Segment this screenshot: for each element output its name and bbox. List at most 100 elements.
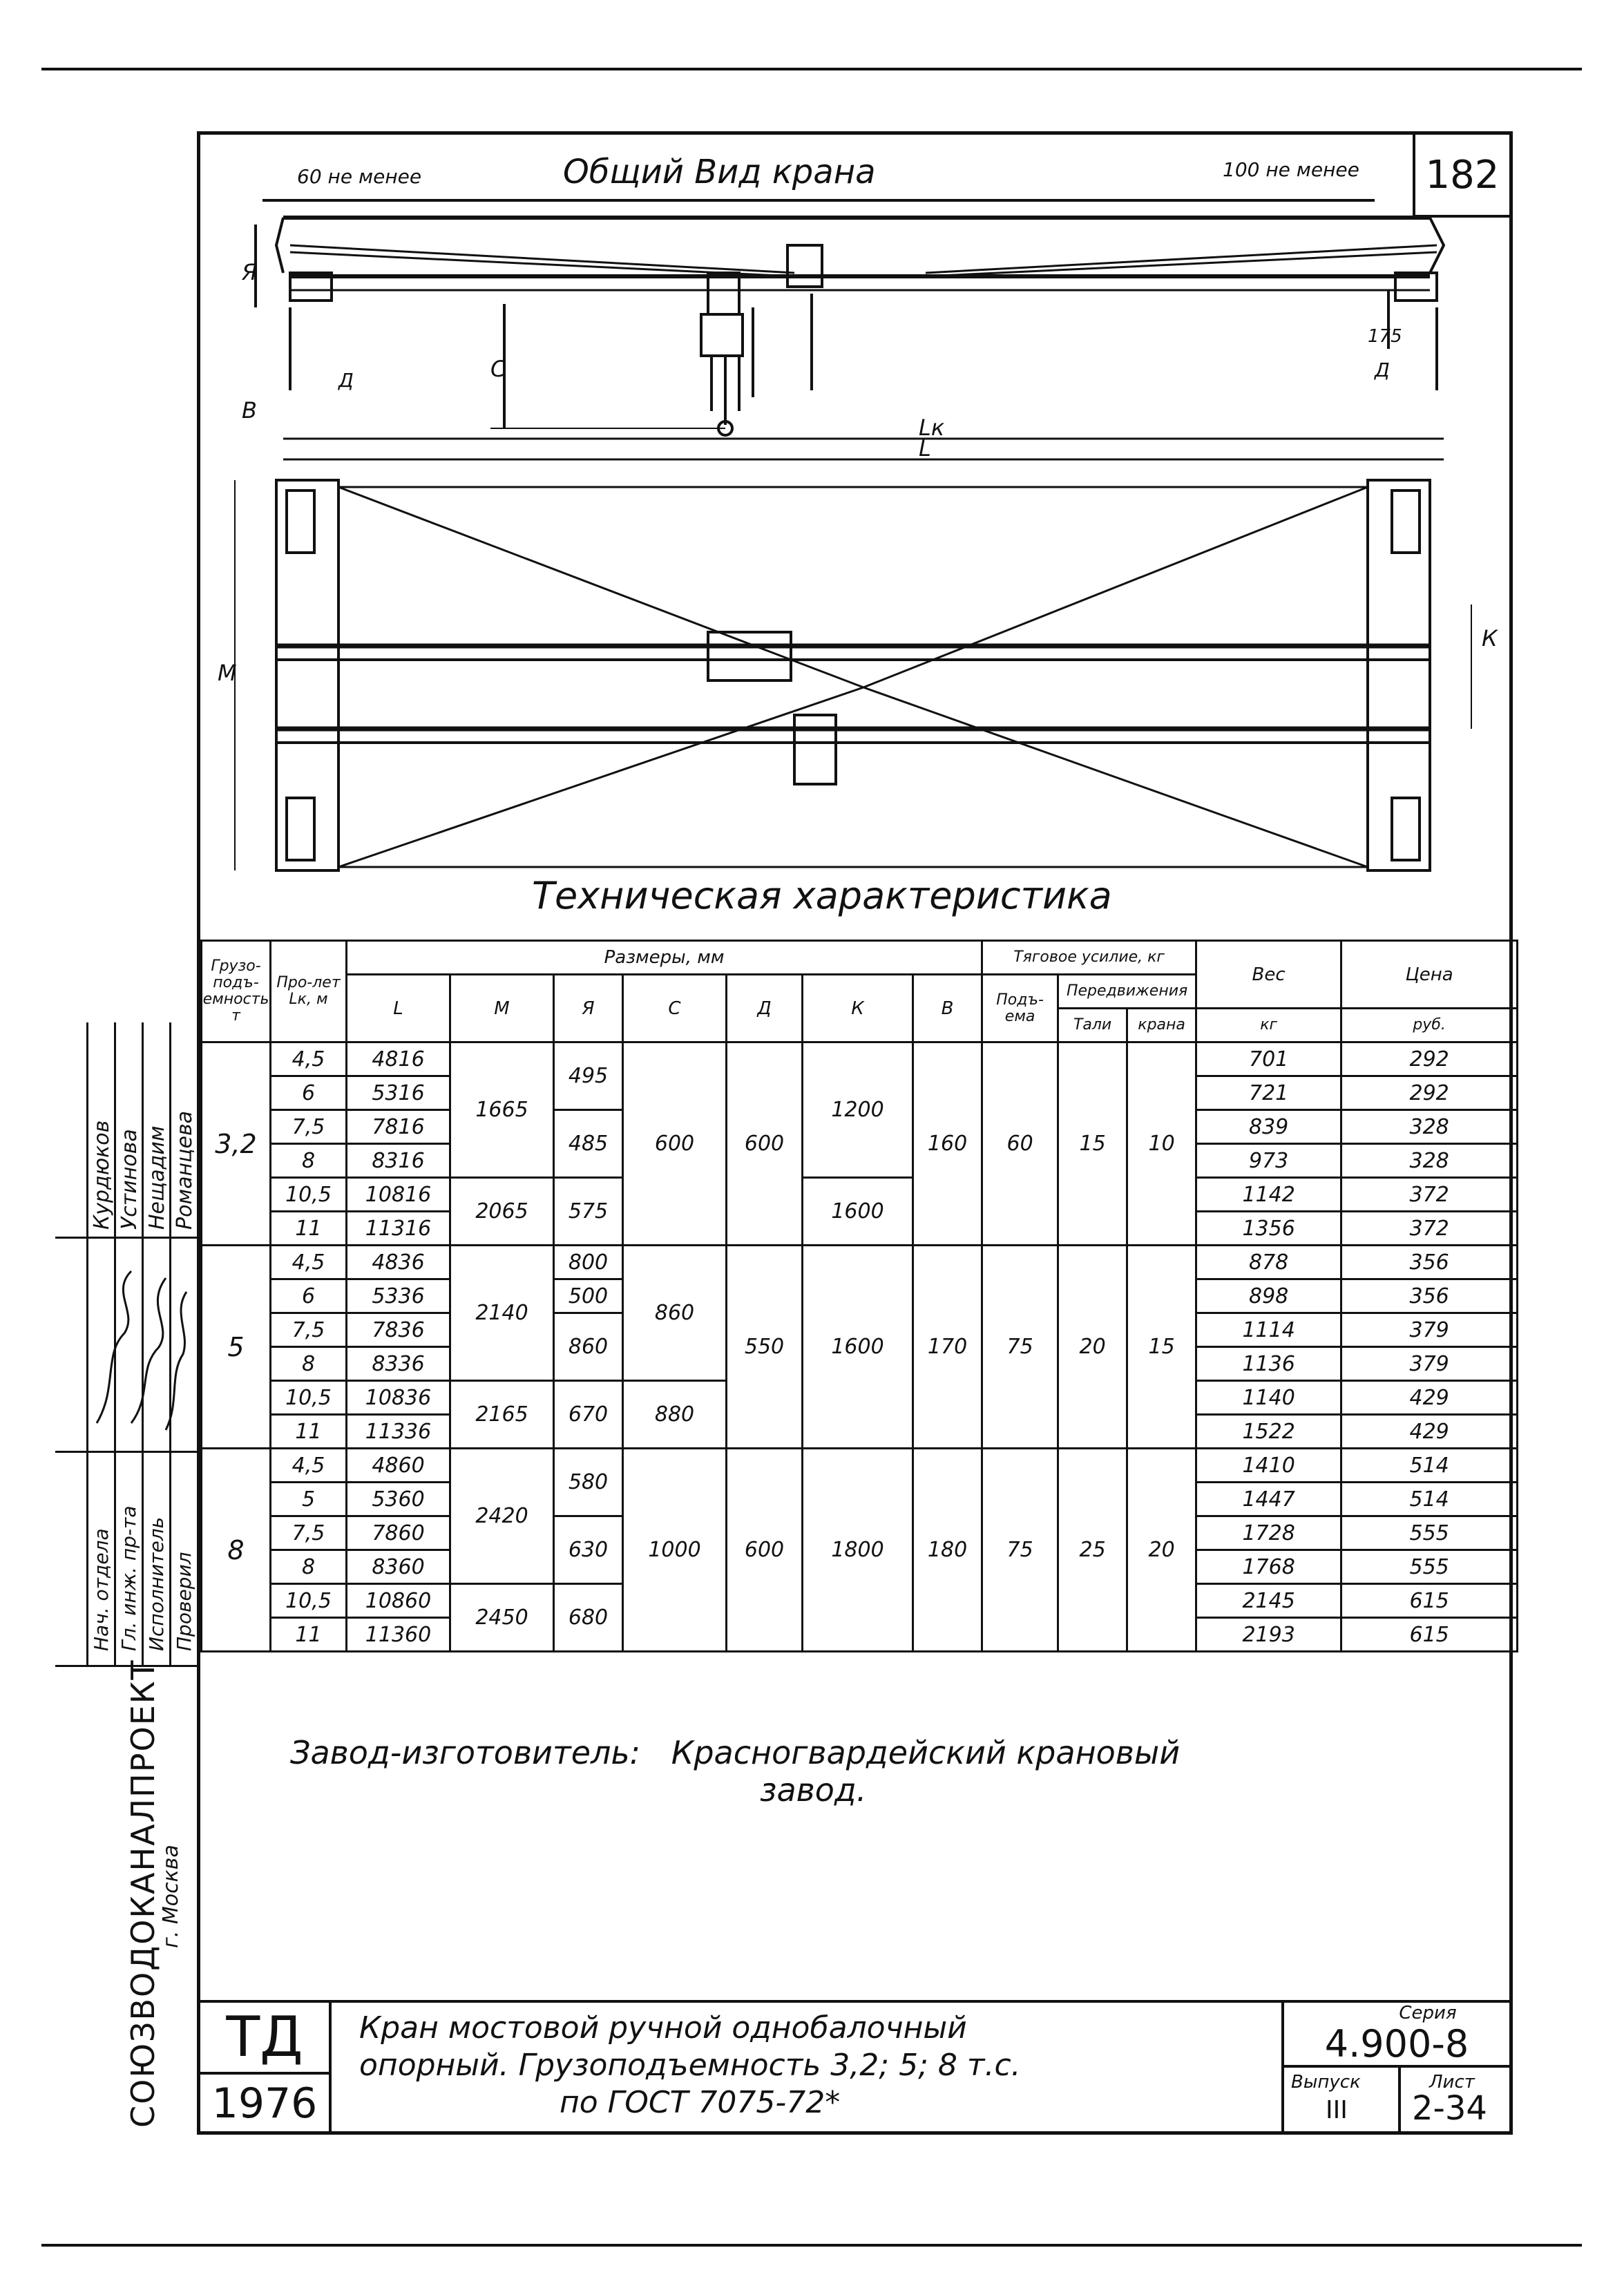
hoist-cell: 25 — [1057, 1447, 1129, 1652]
stamp-org: СОЮЗВОДОКАНАЛПРОЕКТ — [124, 1659, 162, 2128]
header-c: С — [622, 973, 727, 1043]
stamp-vertical-line-2 — [114, 1022, 116, 1665]
header-price-unit: руб. — [1340, 1007, 1519, 1043]
a-cell: 575 — [553, 1176, 624, 1246]
header-l: L — [345, 973, 451, 1043]
dim-c-label: С — [490, 356, 506, 382]
c-cell: 880 — [622, 1380, 727, 1449]
span-cell: 10,5 — [269, 1583, 347, 1619]
span-cell: 11 — [269, 1210, 347, 1246]
weight-cell: 701 — [1195, 1041, 1343, 1077]
a-cell: 495 — [553, 1041, 624, 1111]
technical-characteristics-table: Грузо-подъ-емность т Про-лет Lк, м Разме… — [200, 940, 1519, 1652]
stamp-vertical-line-3 — [142, 1022, 144, 1665]
header-span: Про-лет Lк, м — [269, 940, 347, 1043]
weight-cell: 1142 — [1195, 1176, 1343, 1212]
capacity-cell: 8 — [200, 1447, 271, 1652]
c-cell: 860 — [622, 1244, 727, 1382]
header-weight-unit: кг — [1195, 1007, 1343, 1043]
header-sizes: Размеры, мм — [345, 940, 984, 975]
title-line3: по ГОСТ 7075-72* — [560, 2085, 841, 2120]
header-hoist: Тали — [1057, 1007, 1129, 1043]
span-cell: 6 — [269, 1075, 347, 1111]
l-cell: 10836 — [345, 1380, 451, 1416]
weight-cell: 1728 — [1195, 1515, 1343, 1551]
span-cell: 8 — [269, 1549, 347, 1585]
price-cell: 429 — [1340, 1380, 1519, 1416]
c-cell: 1000 — [622, 1447, 727, 1652]
price-cell: 356 — [1340, 1244, 1519, 1280]
stamp-role-2: Гл. инж. пр-та — [117, 1505, 140, 1651]
l-cell: 8336 — [345, 1346, 451, 1382]
a-cell: 680 — [553, 1583, 624, 1652]
issue-label: Выпуск — [1291, 2072, 1361, 2093]
stamp-role-1: Нач. отдела — [90, 1528, 113, 1651]
a-cell: 670 — [553, 1380, 624, 1449]
stamp-city: г. Москва — [159, 1845, 183, 1948]
td-year: 1976 — [211, 2079, 318, 2128]
header-price: Цена — [1340, 940, 1519, 1009]
d-cell: 550 — [725, 1244, 803, 1449]
l-cell: 7860 — [345, 1515, 451, 1551]
weight-cell: 1410 — [1195, 1447, 1343, 1483]
manufacturer-name-line1: Красногвардейский крановый — [671, 1734, 1181, 1771]
k-cell: 1600 — [801, 1244, 914, 1449]
a-cell: 860 — [553, 1312, 624, 1382]
a-cell: 630 — [553, 1515, 624, 1585]
span-cell: 4,5 — [269, 1447, 347, 1483]
td-box: ТД 1976 — [200, 2003, 332, 2135]
weight-cell: 1768 — [1195, 1549, 1343, 1585]
lift-cell: 75 — [981, 1447, 1060, 1652]
l-cell: 7836 — [345, 1312, 451, 1348]
stamp-signatures — [95, 1270, 188, 1431]
title-line2: опорный. Грузоподъемность 3,2; 5; 8 т.с. — [359, 2048, 1021, 2083]
hoist-cell: 15 — [1057, 1041, 1129, 1246]
manufacturer-label: Завод-изготовитель: — [290, 1734, 641, 1771]
hoist-cell: 20 — [1057, 1244, 1129, 1449]
drawing-title: Общий Вид крана — [563, 153, 875, 191]
l-cell: 8316 — [345, 1143, 451, 1179]
crane-general-view-drawing: 60 не менее Общий Вид крана 100 не менее… — [218, 153, 1498, 917]
stamp-name-2: Устинова — [117, 1129, 142, 1230]
m-cell: 2165 — [449, 1380, 555, 1449]
c-cell: 600 — [622, 1041, 727, 1246]
m-cell: 2065 — [449, 1176, 555, 1246]
weight-cell: 2145 — [1195, 1583, 1343, 1619]
price-cell: 615 — [1340, 1583, 1519, 1619]
dim-a-label: Я — [241, 259, 257, 285]
stamp-name-4: Романцева — [173, 1110, 197, 1230]
l-cell: 7816 — [345, 1109, 451, 1145]
stamp-name-1: Курдюков — [90, 1120, 114, 1230]
span-cell: 10,5 — [269, 1380, 347, 1416]
price-cell: 292 — [1340, 1041, 1519, 1077]
dim-m-label: М — [218, 660, 237, 686]
m-cell: 1665 — [449, 1041, 555, 1179]
dim-lk-label: Lк — [919, 415, 945, 441]
k-cell: 1800 — [801, 1447, 914, 1652]
l-cell: 4816 — [345, 1041, 451, 1077]
stamp-horizontal-line-2 — [55, 1451, 197, 1453]
weight-cell: 1522 — [1195, 1413, 1343, 1449]
stamp-vertical-line-4 — [169, 1022, 171, 1665]
title-block: ТД 1976 Кран мостовой ручной однобалочны… — [200, 2000, 1509, 2137]
a-cell: 500 — [553, 1278, 624, 1314]
crane-cell: 20 — [1126, 1447, 1198, 1652]
weight-cell: 1140 — [1195, 1380, 1343, 1416]
manufacturer-name-line2: завод. — [760, 1771, 867, 1809]
header-move: Передвижения — [1057, 973, 1198, 1009]
weight-cell: 839 — [1195, 1109, 1343, 1145]
l-cell: 5360 — [345, 1481, 451, 1517]
b-cell: 160 — [911, 1041, 984, 1246]
header-b: В — [911, 973, 984, 1043]
b-cell: 180 — [911, 1447, 984, 1652]
series-number: 4.900-8 — [1284, 2023, 1509, 2068]
price-cell: 555 — [1340, 1515, 1519, 1551]
crane-cell: 10 — [1126, 1041, 1198, 1246]
span-cell: 5 — [269, 1481, 347, 1517]
a-cell: 485 — [553, 1109, 624, 1179]
dim-right-text: 100 не менее — [1223, 158, 1359, 181]
crane-cell: 15 — [1126, 1244, 1198, 1449]
stamp-name-3: Нещадим — [145, 1125, 169, 1230]
price-cell: 328 — [1340, 1109, 1519, 1145]
sheet-label: Лист — [1429, 2072, 1475, 2093]
